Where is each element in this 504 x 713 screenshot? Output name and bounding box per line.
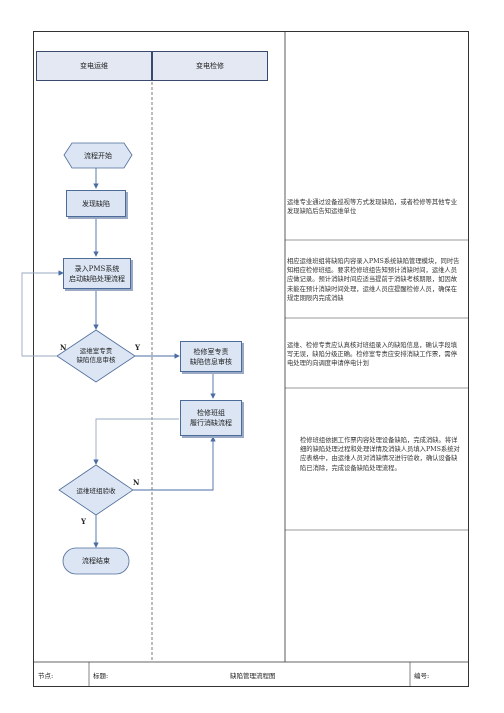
lane-header-operations: 变电运维 — [36, 51, 152, 81]
record-pms-box: 录入PMS系统 启动缺陷处理流程 — [63, 258, 131, 289]
footer-number-label: 编号: — [414, 672, 430, 680]
review-no-label: N — [60, 343, 67, 352]
footer-title: 缺陷管理流程图 — [230, 672, 276, 680]
start-shape — [63, 142, 133, 169]
accept-label: 运维班组验收 — [76, 487, 116, 495]
end-label: 流程结束 — [82, 557, 110, 565]
review-yes-label: Y — [135, 343, 140, 352]
accept-yes-label: Y — [81, 517, 86, 526]
record-pms-label: 录入PMS系统 启动缺陷处理流程 — [69, 264, 125, 283]
note-step-3: 运维、检修专责应认真核对班组录入的缺陷信息，确认字段填写无误，缺陷分级正确。检修… — [287, 342, 458, 368]
footer-title-label: 标题: — [93, 672, 109, 680]
find-defect-label: 发现缺陷 — [82, 199, 110, 208]
review-maint-label: 检修室专责 缺陷信息审核 — [190, 347, 232, 366]
flowchart-frame — [33, 31, 469, 687]
review-maint-box: 检修室专责 缺陷信息审核 — [180, 341, 242, 372]
lane-header-maintenance: 变电检修 — [152, 51, 268, 81]
team-repair-box: 检修班组 履行消缺流程 — [180, 400, 242, 436]
start-label: 流程开始 — [84, 151, 112, 160]
team-repair-label: 检修班组 履行消缺流程 — [190, 409, 232, 427]
accept-no-label: N — [133, 478, 140, 487]
note-step-1: 运维专业通过设备巡视等方式发现缺陷，或者检修等其他专业发现缺陷后告知运维单位 — [287, 199, 458, 216]
review-ops-label: 运维室专责 缺陷信息审核 — [76, 347, 116, 364]
footer-node-label: 节点: — [38, 672, 54, 680]
note-step-4: 检修班组依据工作票内容处理设备缺陷，完成消缺。将详细的缺陷处理过程和处理详情及消… — [300, 437, 460, 472]
end-shape — [62, 547, 130, 575]
find-defect-box: 发现缺陷 — [66, 190, 126, 217]
review-diamond — [56, 329, 136, 383]
note-step-2: 相应运维班组将缺陷内容录入PMS系统缺陷管理模块，同时告知相应检修班组。要求检修… — [287, 258, 460, 302]
